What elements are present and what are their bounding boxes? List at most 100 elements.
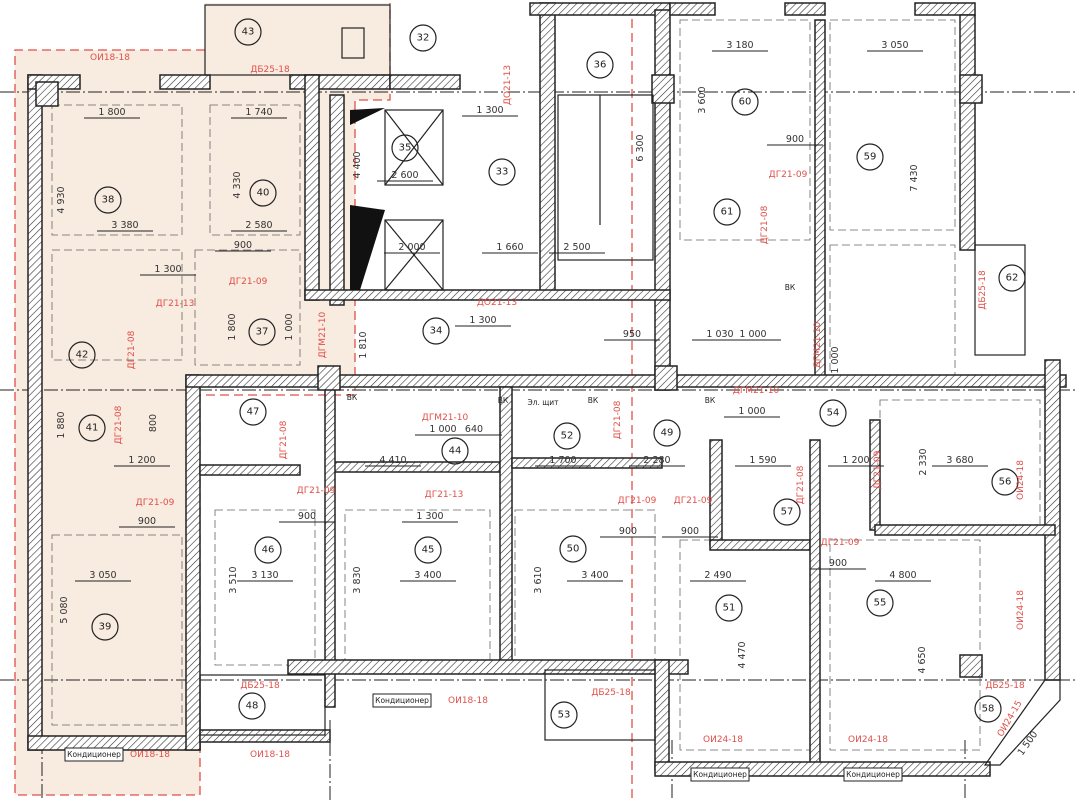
opening-label: ДГ21-08 (760, 205, 770, 244)
room-circle (653, 419, 681, 447)
dimension-label: 3 050 (881, 40, 908, 51)
room-number: 60 (739, 97, 752, 108)
opening-label: ДГ21-09 (769, 170, 808, 180)
service-mark: ВК (705, 396, 716, 405)
ac-unit-box (64, 747, 124, 762)
room-marker: 44 (441, 437, 469, 465)
room-number: 62 (1006, 273, 1019, 284)
room-circle (998, 264, 1026, 292)
dimension-label: 4 930 (56, 186, 67, 213)
opening-label: ДБ25-18 (240, 681, 280, 691)
room-circle (819, 399, 847, 427)
opening-label: ДБ25-18 (591, 688, 631, 698)
dimension-label: 4 800 (889, 570, 916, 581)
room-marker: 50 (559, 535, 587, 563)
room-number: 42 (76, 350, 89, 361)
room-number: 32 (417, 33, 430, 44)
opening-label: ОИ24-18 (703, 735, 743, 745)
room-marker: 46 (254, 536, 282, 564)
dimension-label: 3 600 (697, 86, 708, 113)
opening-label: ДГ21-08 (796, 465, 806, 504)
room-number: 45 (422, 545, 435, 556)
room-number: 51 (723, 603, 736, 614)
dimension-label: 1 000 (284, 313, 295, 340)
ac-unit-box (843, 767, 903, 782)
dimension-label: 900 (138, 516, 156, 527)
dimension-label: 1 200 (842, 455, 869, 466)
opening-label: ДГ21-08 (127, 330, 137, 369)
room-circle (559, 535, 587, 563)
room-number: 47 (247, 407, 260, 418)
dimension-label: 3 050 (89, 570, 116, 581)
opening-label: ДГ21-09 (297, 486, 336, 496)
opening-label: ДГ21-08 (114, 405, 124, 444)
opening-label: ДГ21-08 (279, 420, 289, 459)
room-circle (234, 18, 262, 46)
dimension-label: 5 080 (59, 596, 70, 623)
dimension-label: 2 330 (918, 448, 929, 475)
room-number: 41 (86, 423, 99, 434)
opening-label: ОИ24-18 (1016, 590, 1026, 630)
dimension-label: 4 470 (737, 641, 748, 668)
room-circle (731, 88, 759, 116)
dimension-label: 800 (148, 414, 159, 432)
dimension-label: 1 300 (476, 105, 503, 116)
dimension-label: 640 (465, 424, 483, 435)
room-number: 35 (399, 143, 412, 154)
room-number: 34 (430, 326, 443, 337)
room-number: 38 (102, 195, 115, 206)
dimension-label: 1 810 (358, 331, 369, 358)
room-marker: 62 (998, 264, 1026, 292)
service-mark: ВК (588, 396, 599, 405)
dimension-label: 900 (619, 526, 637, 537)
dimension-label: 7 430 (909, 164, 920, 191)
dimension-label: 3 180 (726, 40, 753, 51)
room-number: 48 (246, 701, 259, 712)
room-marker: 49 (653, 419, 681, 447)
room-marker: 41 (78, 414, 106, 442)
dimension-label: 1 700 (549, 455, 576, 466)
room-marker: 54 (819, 399, 847, 427)
room-circle (239, 398, 267, 426)
room-number: 33 (496, 167, 509, 178)
room-number: 39 (99, 622, 112, 633)
opening-label: ДГ21-09 (618, 496, 657, 506)
room-circle (249, 179, 277, 207)
dimension-label: 1 880 (56, 411, 67, 438)
opening-label: ДГ21-09 (674, 496, 713, 506)
dimension-label: 1 030 (706, 329, 733, 340)
room-number: 43 (242, 27, 255, 38)
service-mark: ВК (498, 396, 509, 405)
room-circle (713, 198, 741, 226)
dimension-label: 4 410 (379, 455, 406, 466)
service-mark: ВК (347, 393, 358, 402)
room-circle (409, 24, 437, 52)
room-marker: 43 (234, 18, 262, 46)
ac-unit: Кондиционер (64, 747, 124, 762)
room-circle (91, 613, 119, 641)
room-circle (391, 134, 419, 162)
room-marker: 60 (731, 88, 759, 116)
room-number: 55 (874, 598, 887, 609)
opening-label: ОИ18-18 (130, 750, 170, 760)
dimension-label: 950 (623, 329, 641, 340)
room-number: 44 (449, 446, 462, 457)
room-circle (586, 51, 614, 79)
room-number: 53 (558, 710, 571, 721)
room-marker: 55 (866, 589, 894, 617)
room-number: 49 (661, 428, 674, 439)
room-number: 59 (864, 152, 877, 163)
dimension-label: 3 510 (228, 566, 239, 593)
dimension-label: 1 000 (739, 329, 766, 340)
dimension-label: 2 000 (398, 242, 425, 253)
room-number: 54 (827, 408, 840, 419)
room-circle (550, 701, 578, 729)
dimension-label: 6 300 (635, 134, 646, 161)
dimension-label: 1 000 (429, 424, 456, 435)
opening-label: ДБ25-18 (978, 270, 988, 310)
opening-label: ДГМ21-10 (318, 312, 328, 359)
room-marker: 58 (974, 695, 1002, 723)
room-circle (422, 317, 450, 345)
